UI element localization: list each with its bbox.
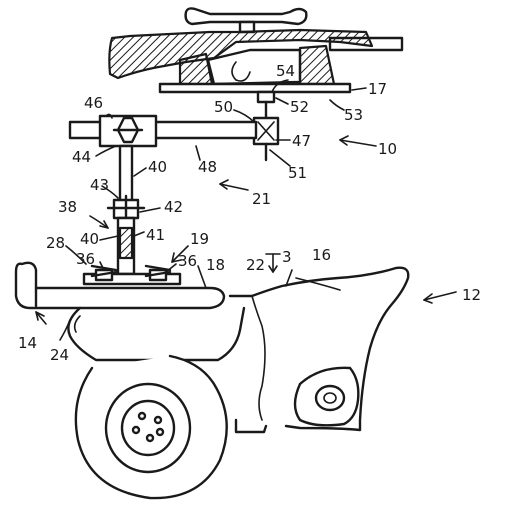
rifle-stock [108, 28, 374, 80]
leader-44 [95, 145, 117, 157]
atv-body-side [250, 266, 410, 432]
label-36a: 36 [76, 250, 95, 268]
swivel-post [256, 90, 276, 104]
leader-17 [351, 87, 367, 91]
atv [14, 261, 410, 500]
cradle-block-left [178, 52, 214, 86]
leader-28 [65, 245, 87, 265]
label-38: 38 [58, 198, 77, 216]
leader-36b [165, 263, 177, 273]
swivel-mount [252, 90, 280, 162]
wheel-rim [104, 382, 192, 474]
rear-fender [67, 306, 246, 362]
lug-nut-icon [155, 427, 165, 437]
seat-line [295, 277, 341, 291]
post-sleeve [118, 226, 134, 260]
trigger-guard [231, 61, 251, 82]
leader-54 [271, 79, 289, 93]
leader-46 [105, 113, 113, 119]
label-28: 28 [46, 234, 65, 252]
label-51: 51 [288, 164, 307, 182]
label-47: 47 [292, 132, 311, 150]
label-16: 16 [312, 246, 331, 264]
wheel-hub [120, 399, 176, 457]
label-43: 43 [90, 176, 109, 194]
leader-lines [35, 79, 457, 341]
label-10: 10 [378, 140, 397, 158]
leader-43 [101, 185, 119, 199]
arrow-21 [219, 183, 249, 191]
label-19: 19 [190, 230, 209, 248]
label-50: 50 [214, 98, 233, 116]
lug-nut-icon [137, 411, 147, 421]
leader-52 [275, 97, 289, 105]
label-22: 22 [246, 256, 265, 274]
label-44: 44 [72, 148, 91, 166]
base-plate [82, 264, 182, 286]
label-41: 41 [146, 226, 165, 244]
leader-53 [329, 99, 345, 111]
leader-51 [269, 149, 291, 167]
arm-tube [68, 120, 258, 140]
label-3: 3 [282, 248, 292, 266]
label-54: 54 [276, 62, 295, 80]
label-21: 21 [252, 190, 271, 208]
leader-42 [139, 207, 161, 213]
rifle [108, 7, 404, 94]
base-knob-left-icon [90, 264, 118, 278]
arrow-19 [171, 245, 189, 263]
label-48: 48 [198, 158, 217, 176]
horizontal-arm [68, 114, 258, 148]
cradle-block-right [298, 44, 336, 86]
label-36b: 36 [178, 252, 197, 270]
atv-body-rear [251, 295, 266, 421]
leader-36a [99, 261, 105, 271]
leader-41 [133, 231, 145, 237]
rear-wheel [74, 354, 228, 500]
label-53: 53 [344, 106, 363, 124]
rear-rack [14, 261, 226, 310]
leader-16 [285, 269, 293, 287]
section-arrow-icon [268, 265, 278, 273]
label-12: 12 [462, 286, 481, 304]
label-14: 14 [18, 334, 37, 352]
clamp-knob-icon [257, 121, 275, 141]
label-46: 46 [84, 94, 103, 112]
arrow-14 [35, 311, 47, 325]
arrow-12 [423, 291, 457, 301]
label-40a: 40 [148, 158, 167, 176]
lug-nut-icon [153, 415, 163, 425]
side-panel [293, 366, 360, 427]
label-52: 52 [290, 98, 309, 116]
lug-nut-icon [145, 433, 155, 443]
leader-40a [133, 167, 147, 177]
label-42: 42 [164, 198, 183, 216]
label-17: 17 [368, 80, 387, 98]
label-18: 18 [206, 256, 225, 274]
leader-50 [233, 109, 255, 123]
base-plate-bar [82, 272, 182, 286]
lug-nut-icon [131, 425, 141, 435]
round-reflector-icon [314, 384, 346, 412]
label-24: 24 [50, 346, 69, 364]
tire [74, 354, 228, 500]
leader-24 [59, 319, 71, 341]
leader-40b [99, 235, 119, 241]
label-40b: 40 [80, 230, 99, 248]
fender-inner [73, 315, 81, 333]
footrest [234, 418, 268, 434]
leader-48 [195, 145, 201, 161]
arrow-10 [339, 139, 377, 147]
reference-numerals: 54 17 53 52 50 47 10 51 46 44 48 40 43 2… [18, 62, 481, 364]
leader-18 [197, 265, 207, 289]
rifle-scope [184, 7, 308, 34]
rest-platform [158, 82, 352, 94]
vertical-post [106, 144, 146, 276]
